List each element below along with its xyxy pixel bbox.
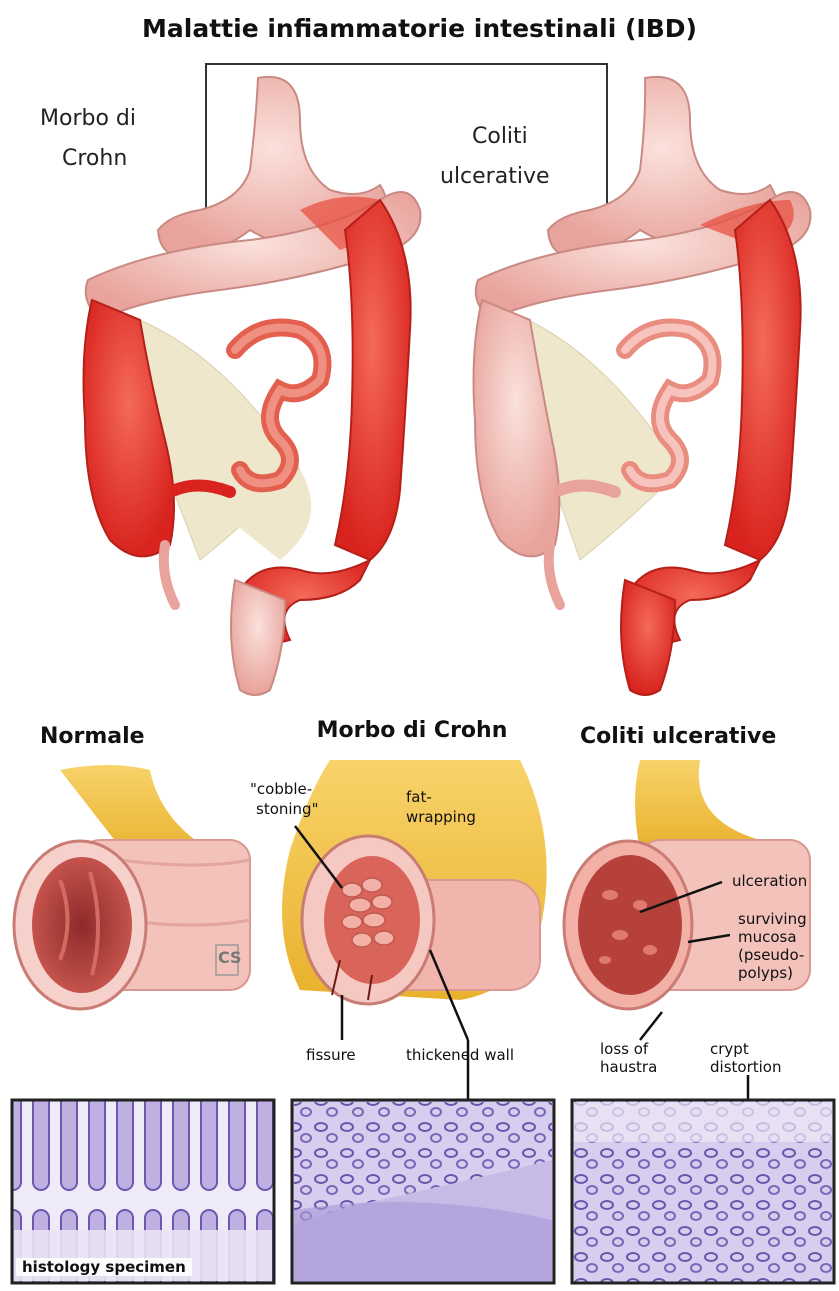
annotation-ulceration: ulceration: [732, 872, 807, 890]
annotation-surviving-2: mucosa: [738, 928, 797, 946]
histology-caption: histology specimen: [16, 1258, 192, 1276]
annotation-surviving-3: (pseudo-: [738, 946, 804, 964]
annotation-loss-2: haustra: [600, 1058, 657, 1076]
crohn-colon-diagram: [84, 77, 421, 695]
annotation-thickened-wall: thickened wall: [406, 1046, 514, 1064]
section-title-crohn: Morbo di Crohn: [292, 718, 532, 743]
annotation-fat-1: fat-: [406, 788, 432, 806]
annotation-crypt-1: crypt: [710, 1040, 749, 1058]
annotation-fat-2: wrapping: [406, 808, 476, 826]
annotation-loss-1: loss of: [600, 1040, 648, 1058]
crohn-label-line1: Morbo di: [40, 102, 136, 136]
uc-label-line1: Coliti: [472, 120, 528, 154]
histology-uc: [572, 1100, 834, 1283]
annotation-crypt-2: distortion: [710, 1058, 781, 1076]
histology-normal: [12, 1100, 274, 1283]
section-title-normal: Normale: [40, 724, 210, 749]
annotation-cobble-2: stoning": [256, 800, 318, 818]
annotation-cobble-1: "cobble-: [250, 780, 312, 798]
section-title-uc: Coliti ulcerative: [580, 724, 820, 749]
normal-cross-section: [14, 765, 250, 1009]
annotation-surviving-1: surviving: [738, 910, 807, 928]
crohn-label-line2: Crohn: [62, 142, 127, 176]
watermark: CS: [218, 948, 242, 967]
histology-crohn: [292, 1100, 554, 1283]
uc-label-line2: ulcerative: [440, 160, 550, 194]
annotation-surviving-4: polyps): [738, 964, 793, 982]
annotation-fissure: fissure: [306, 1046, 356, 1064]
